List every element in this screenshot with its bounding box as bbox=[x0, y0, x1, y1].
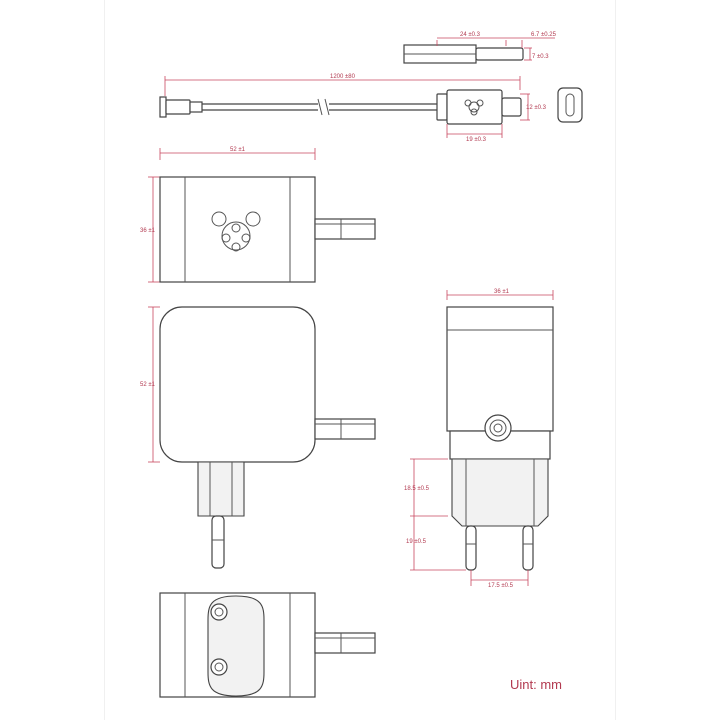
dim-label-prong-spacing: 17.5 ±0.5 bbox=[488, 583, 514, 589]
dim-label-top-height: 36 ±1 bbox=[140, 228, 156, 234]
dim-plug-body-length: 19 ±0.3 bbox=[446, 124, 503, 143]
adapter-front-view bbox=[159, 306, 376, 569]
dim-prong-base: 18.5 ±0.5 bbox=[404, 458, 448, 517]
adapter-side-view bbox=[446, 306, 554, 571]
dim-label-usb-tip-length: 6.7 ±0.25 bbox=[531, 32, 557, 38]
unit-label: Uint: mm bbox=[510, 677, 562, 692]
usb-c-plug-top-view bbox=[403, 44, 524, 64]
dim-label-front-height: 52 ±1 bbox=[140, 382, 156, 388]
dim-top-width: 52 ±1 bbox=[159, 147, 316, 160]
usb-c-port-end-view-icon bbox=[557, 87, 583, 123]
dim-label-cable-length: 1200 ±80 bbox=[330, 74, 356, 80]
dim-side-width: 36 ±1 bbox=[446, 289, 554, 300]
dim-label-prong-length: 19 ±0.5 bbox=[406, 539, 427, 545]
dim-usb-shell-length: 24 ±0.3 bbox=[436, 32, 507, 46]
adapter-top-view bbox=[159, 176, 376, 283]
dim-top-height: 36 ±1 bbox=[140, 176, 160, 283]
dim-label-prong-base: 18.5 ±0.5 bbox=[404, 486, 430, 492]
dim-usb-tip-length: 6.7 ±0.25 bbox=[506, 32, 557, 48]
dim-prong-spacing: 17.5 ±0.5 bbox=[470, 570, 529, 589]
dim-label-usb-shell: 24 ±0.3 bbox=[460, 32, 481, 38]
dim-usb-tip-height: 7 ±0.3 bbox=[524, 47, 549, 61]
dim-front-height: 52 ±1 bbox=[140, 306, 160, 463]
dim-label-side-width: 36 ±1 bbox=[494, 289, 510, 295]
dim-label-plug-body-height: 12 ±0.3 bbox=[526, 105, 547, 111]
raspberry-logo-icon bbox=[211, 211, 261, 252]
dim-prong-length: 19 ±0.5 bbox=[406, 516, 466, 571]
cable-dimension: 1200 ±80 bbox=[164, 74, 521, 96]
dim-plug-body-height: 12 ±0.3 bbox=[520, 93, 547, 121]
dim-label-top-width: 52 ±1 bbox=[230, 147, 246, 153]
cable-side-view bbox=[159, 89, 522, 125]
dim-label-plug-body-length: 19 ±0.3 bbox=[466, 137, 487, 143]
dim-label-usb-tip-height: 7 ±0.3 bbox=[532, 54, 549, 60]
raspberry-logo-icon bbox=[464, 99, 484, 116]
adapter-bottom-view bbox=[159, 592, 376, 698]
